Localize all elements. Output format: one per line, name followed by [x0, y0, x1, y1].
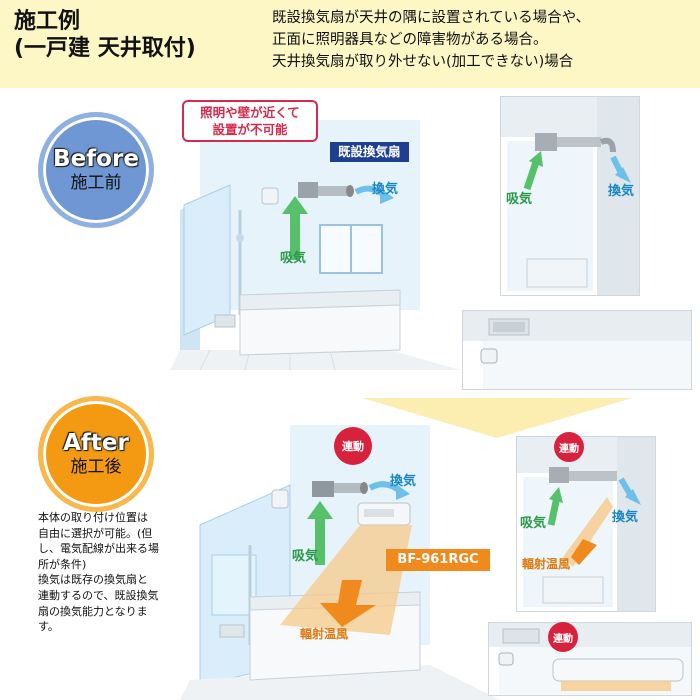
desc-line-2: 正面に照明器具などの障害物がある場合。 [272, 32, 548, 48]
after-bathroom-illustration [180, 425, 500, 700]
before-ceiling-drawing [463, 311, 691, 389]
after-panel-radiant: 輻射温風 [522, 557, 571, 571]
before-intake-label: 吸気 [280, 251, 307, 266]
desc-line-3: 天井換気扇が取り外せない(加工できない)場合 [272, 54, 574, 70]
after-badge-jp: 施工後 [70, 457, 122, 477]
desc-line-1: 既設換気扇が天井の隅に設置されている場合や、 [272, 10, 591, 26]
after-panel-linked: 連動 [554, 432, 584, 462]
header-description: 既設換気扇が天井の隅に設置されている場合や、 正面に照明器具などの障害物がある場… [272, 7, 590, 73]
before-exhaust-label: 換気 [372, 182, 399, 197]
note-line-6: 連動するので、既設換気 [38, 588, 159, 602]
after-badge-en: After [63, 430, 129, 456]
before-badge-jp: 施工前 [70, 173, 122, 193]
before-panel-exhaust: 換気 [608, 184, 635, 199]
before-to-after-arrow [362, 398, 632, 438]
header-banner: 施工例 (一戸建 天井取付) 既設換気扇が天井の隅に設置されている場合や、 正面… [0, 0, 700, 88]
after-intake-label: 吸気 [292, 549, 319, 564]
page-title: 施工例 (一戸建 天井取付) [14, 8, 196, 62]
after-panel-intake: 吸気 [520, 516, 547, 531]
before-badge-en: Before [53, 146, 139, 172]
after-note: 本体の取り付け位置は 自由に選択が可能。(但 し、電気配線が出来る場 所が条件)… [38, 510, 188, 635]
after-panel2-linked: 連動 [548, 622, 578, 652]
note-line-2: 自由に選択が可能。(但 [38, 526, 153, 540]
before-section-drawing [501, 97, 639, 295]
note-line-5: 換気は既存の換気扇と [38, 573, 148, 587]
note-line-3: し、電気配線が出来る場 [38, 542, 159, 556]
note-line-1: 本体の取り付け位置は [38, 511, 148, 524]
callout-not-possible: 照明や壁が近くて 設置が不可能 [182, 100, 318, 142]
before-bathroom-illustration [170, 120, 460, 370]
after-ceiling-drawing [489, 623, 691, 695]
title-line-1: 施工例 [14, 9, 81, 34]
note-line-4: 所が条件) [38, 557, 87, 571]
callout-line-2: 設置が不可能 [212, 122, 288, 137]
callout-line-1: 照明や壁が近くて [200, 105, 300, 120]
title-line-2: (一戸建 天井取付) [14, 36, 196, 61]
after-badge: After 施工後 [38, 396, 154, 512]
before-badge: Before 施工前 [38, 112, 154, 228]
model-tag: BF-961RGC [386, 549, 490, 571]
before-panel-intake: 吸気 [506, 192, 533, 207]
after-linked-badge: 連動 [334, 427, 372, 465]
note-line-8: す。 [38, 620, 59, 634]
before-section-panel [500, 96, 640, 296]
after-ceiling-panel [488, 622, 692, 696]
after-panel-exhaust: 換気 [612, 510, 639, 525]
existing-fan-tag: 既設換気扇 [330, 142, 409, 162]
after-radiant-label: 輻射温風 [300, 627, 349, 641]
after-exhaust-label: 換気 [390, 474, 417, 489]
note-line-7: 扇の換気能力となりま [38, 604, 148, 618]
before-ceiling-panel [462, 310, 692, 390]
